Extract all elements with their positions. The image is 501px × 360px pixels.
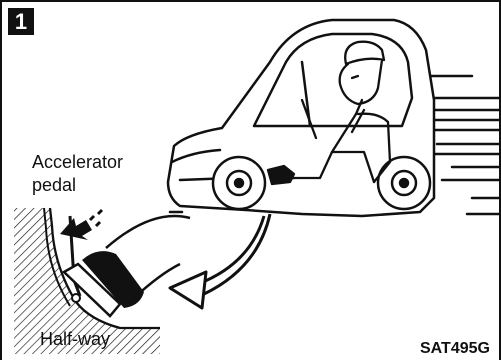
press-direction-arrow-icon [60,210,102,240]
pedal-label: pedal [32,175,76,195]
half-way-label: Half-way [40,329,110,349]
curved-arrow-icon [170,214,270,308]
car-illustration [168,20,434,216]
figure-code-label: SAT495G [420,339,490,359]
accelerator-label: Accelerator [32,152,123,172]
